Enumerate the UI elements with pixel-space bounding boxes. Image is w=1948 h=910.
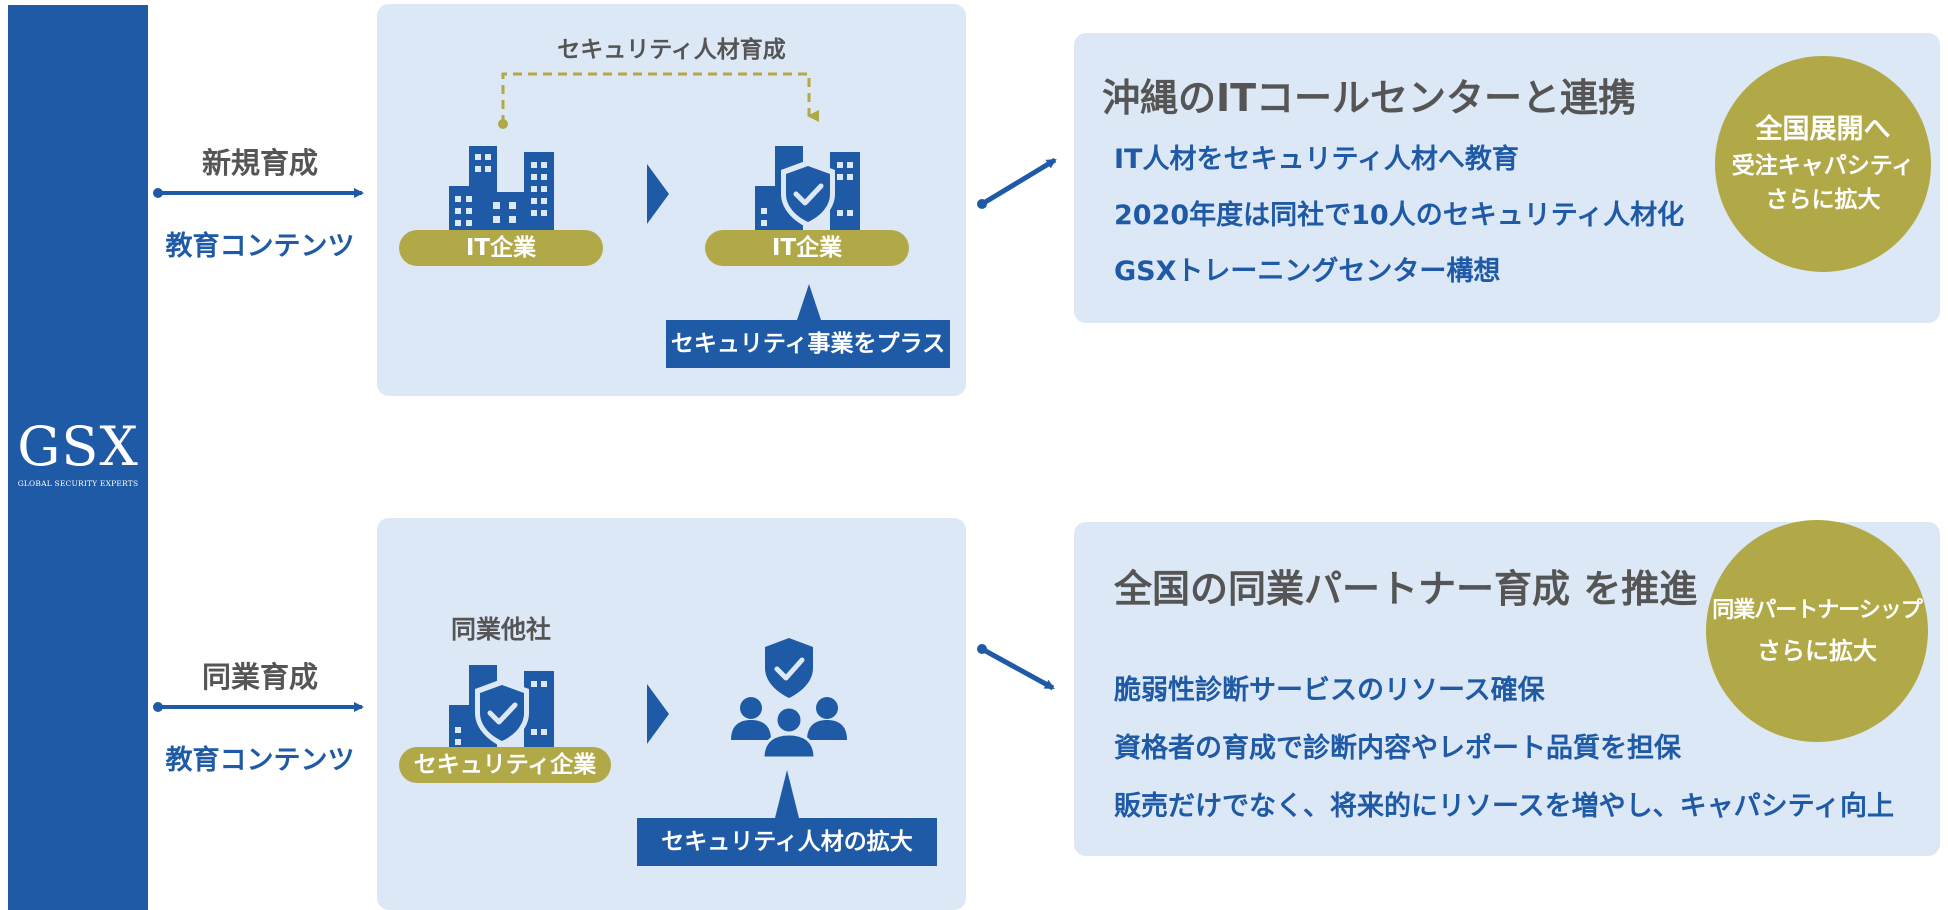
top-process-panel: セキュリティ人材育成 IT企業 <box>377 4 966 396</box>
bottom-track-label: 同業育成 <box>201 660 318 694</box>
loop-connector <box>498 72 821 320</box>
top-track-content: 教育コンテンツ <box>165 231 355 262</box>
security-company-pill: セキュリティ企業 <box>399 747 611 783</box>
brand-sidebar: GSX GLOBAL SECURITY EXPERTS <box>8 5 148 910</box>
top-outcome-arrow <box>977 157 1057 209</box>
circle-line: さらに拡大 <box>1757 637 1877 665</box>
bottom-info-line-3: 販売だけでなく、将来的にリソースを増やし、キャパシティ向上 <box>1114 791 1895 822</box>
expand-talent-box: セキュリティ人材の拡大 <box>637 818 937 866</box>
circle-line: さらに拡大 <box>1765 187 1881 213</box>
company-pill-a: IT企業 <box>399 230 603 266</box>
top-track-label: 新規育成 <box>201 146 318 180</box>
top-expansion-circle: 全国展開へ 受注キャパシティ さらに拡大 <box>1715 56 1931 272</box>
plus-security-box: セキュリティ事業をプラス <box>666 320 950 368</box>
bottom-track-arrow <box>153 702 364 712</box>
bottom-partnership-circle: 同業パートナーシップ さらに拡大 <box>1706 520 1928 742</box>
bottom-info-line-2: 資格者の育成で診断内容やレポート品質を担保 <box>1114 733 1681 764</box>
circle-line: 全国展開へ <box>1755 114 1891 145</box>
gsx-logo: GSX <box>17 415 139 478</box>
bottom-info-line-1: 脆弱性診断サービスのリソース確保 <box>1114 675 1545 706</box>
loop-label: セキュリティ人材育成 <box>557 37 786 63</box>
secure-building-icon <box>449 665 554 751</box>
peer-label: 同業他社 <box>450 615 551 644</box>
top-info-line-2: 2020年度は同社で10人のセキュリティ人材化 <box>1114 200 1685 231</box>
process-chevron-icon <box>647 164 669 224</box>
bottom-outcome-arrow <box>977 644 1055 691</box>
top-track-arrow <box>153 188 364 198</box>
circle-line: 同業パートナーシップ <box>1712 598 1923 623</box>
company-pill-b: IT企業 <box>705 230 909 266</box>
gsx-logo-subtitle: GLOBAL SECURITY EXPERTS <box>17 479 139 488</box>
circle-line: 受注キャパシティ <box>1731 153 1915 179</box>
secure-building-icon <box>755 146 860 232</box>
process-chevron-icon <box>647 684 669 744</box>
top-info-line-3: GSXトレーニングセンター構想 <box>1114 256 1501 287</box>
bottom-info-title: 全国の同業パートナー育成 を推進 <box>1114 567 1698 611</box>
team-shield-icon <box>731 638 847 760</box>
bottom-connector <box>647 684 799 818</box>
top-info-title: 沖縄のITコールセンターと連携 <box>1102 76 1637 120</box>
top-info-line-1: IT人材をセキュリティ人材へ教育 <box>1114 144 1519 175</box>
bottom-process-panel: 同業他社 セキュリティ企業 セキュリティ人材の拡大 <box>377 518 966 910</box>
building-icon <box>449 146 554 232</box>
bottom-track-content: 教育コンテンツ <box>165 745 355 776</box>
